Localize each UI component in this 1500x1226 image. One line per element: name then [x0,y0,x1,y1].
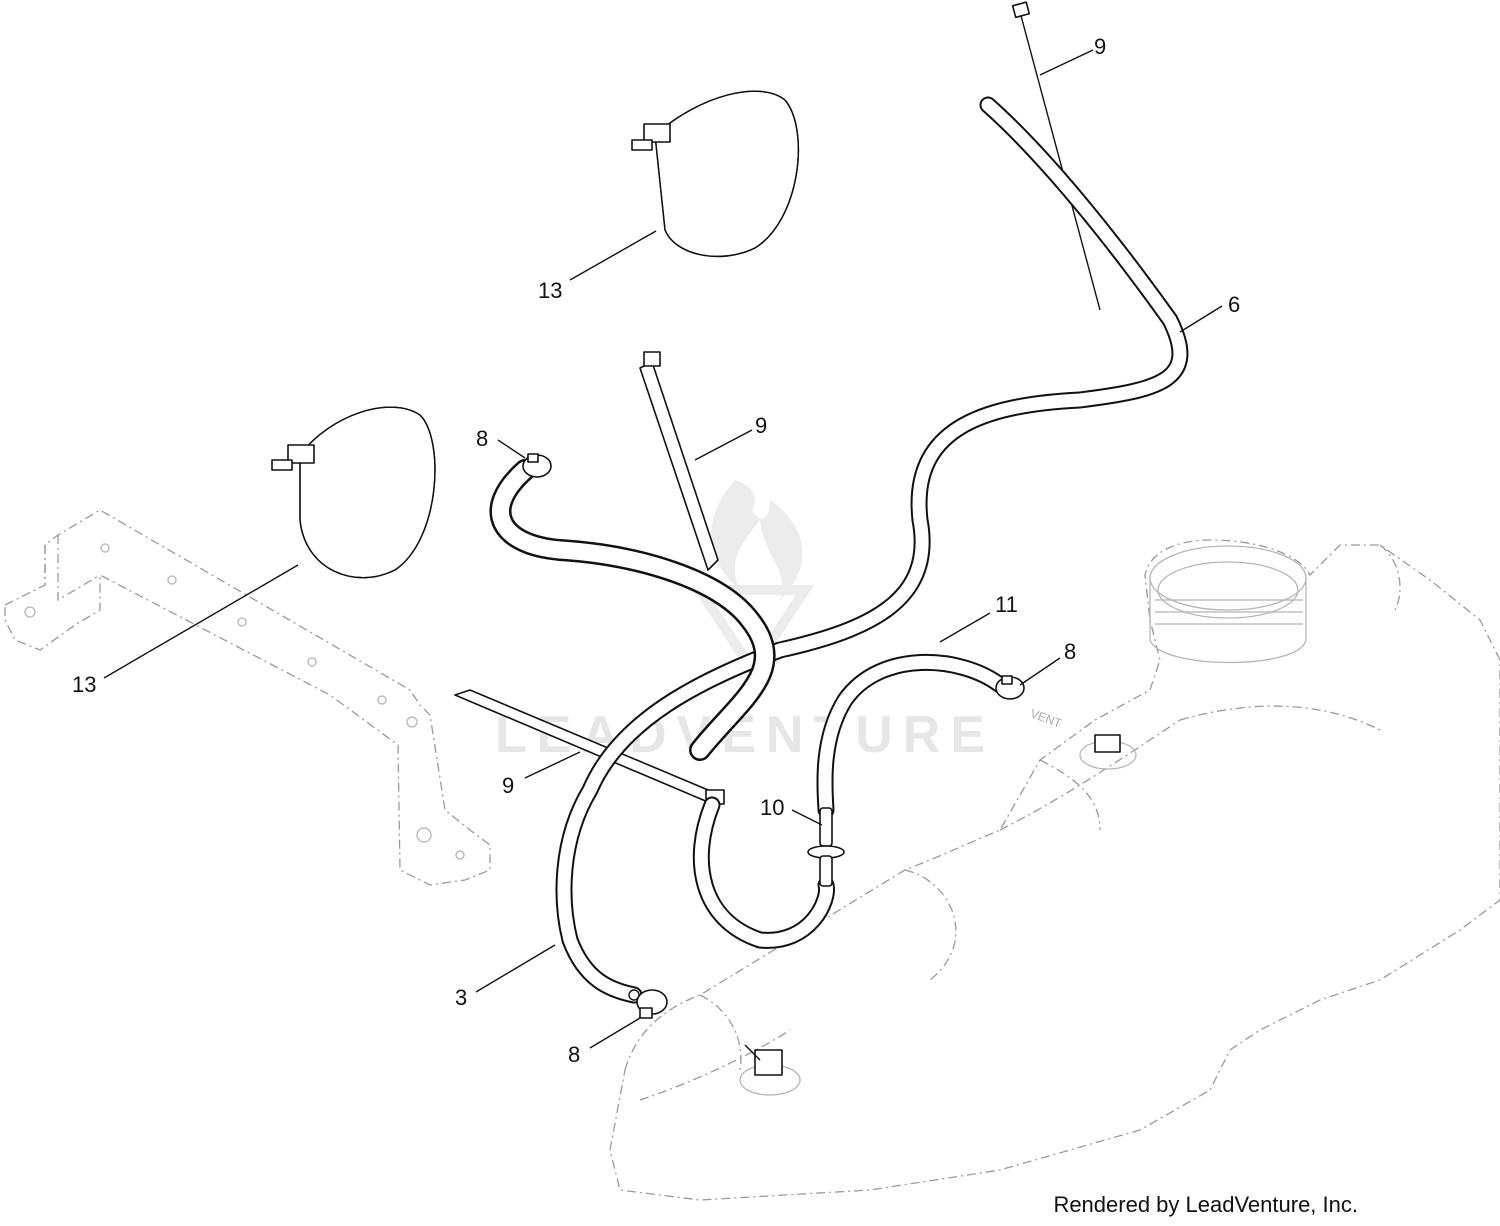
callout-3: 3 [455,985,467,1010]
cable-tie-9-mid [639,351,719,571]
callout-9-top: 9 [1094,34,1106,59]
cable-tie-13-left [271,406,436,579]
callout-9-low: 9 [502,773,514,798]
callout-labels: 9 13 6 8 9 13 11 8 9 10 3 8 [72,34,1240,1067]
callout-13-top: 13 [538,278,562,303]
connector-10 [807,807,845,887]
hose-lower-loop [692,796,835,949]
hose-clamp-8-right [995,675,1025,700]
hose-11 [816,654,1009,819]
fuel-tank: VENT [609,539,1500,1201]
hose-clamp-8-bottom [628,989,668,1019]
callout-6: 6 [1228,292,1240,317]
credit-text: Rendered by LeadVenture, Inc. [1053,1192,1358,1217]
callout-8-bottom: 8 [568,1042,580,1067]
leader-lines [103,49,1223,1049]
tank-vent-marking: VENT [1029,706,1064,730]
callout-13-left: 13 [72,672,96,697]
callout-8-right: 8 [1064,639,1076,664]
callout-8-left: 8 [476,426,488,451]
callout-10: 10 [760,795,784,820]
callout-9-mid: 9 [755,413,767,438]
hose-clamp-8-left [522,453,552,478]
callout-11: 11 [995,592,1018,617]
hose-3 [489,459,776,761]
frame-bracket [4,509,491,886]
cable-tie-13-top [631,90,800,258]
cable-tie-9-top [1011,1,1101,311]
hose-6 [555,96,1189,1004]
